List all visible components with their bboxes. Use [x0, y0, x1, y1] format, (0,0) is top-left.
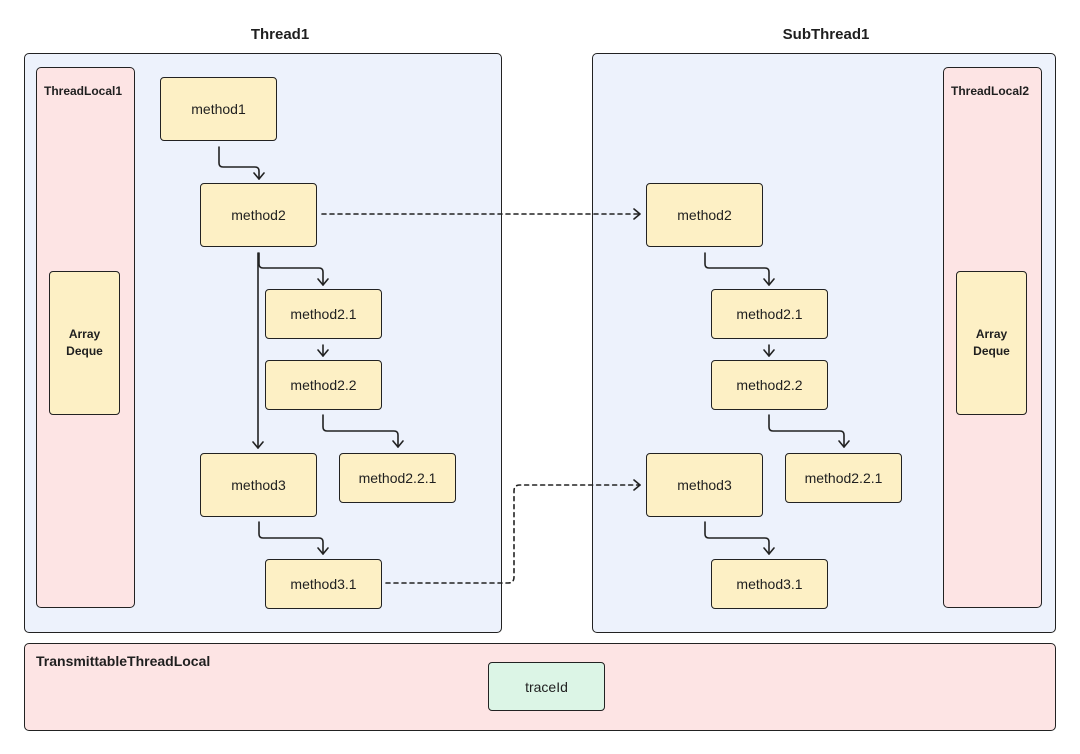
arrow-head-method2-2 [317, 349, 329, 357]
sub-arrow-head-method2-2 [763, 349, 775, 357]
sub-arrow-head-method3-1 [763, 547, 775, 555]
thread1-method3: method3 [200, 453, 317, 517]
sub-arrow-method2-to-method2-1 [704, 252, 770, 286]
dashed-arrow-head-sub-method2 [633, 208, 641, 220]
arrow-method2-2-to-method2-2-1 [322, 414, 399, 448]
sub-arrow-head-method2-2-1 [838, 440, 850, 448]
subthread1-method2-1: method2.1 [711, 289, 828, 339]
sub-arrow-method2-2-to-method2-2-1 [768, 414, 845, 448]
array-deque-1-line1: Array [68, 327, 101, 341]
array-deque-2: Array Deque [956, 271, 1027, 415]
subthread1-method3-1: method3.1 [711, 559, 828, 609]
array-deque-1: Array Deque [49, 271, 120, 415]
dashed-arrow-head-sub-method3 [633, 479, 641, 491]
subthread1-method2-2: method2.2 [711, 360, 828, 410]
arrow-head-method2 [253, 172, 265, 180]
subthread1-method3: method3 [646, 453, 763, 517]
thread1-title: Thread1 [250, 26, 310, 43]
thread1-method2-2: method2.2 [265, 360, 382, 410]
arrow-head-method3-1 [317, 547, 329, 555]
array-deque-1-line2: Deque [66, 344, 103, 358]
traceid-box: traceId [488, 662, 605, 711]
arrow-head-method3 [252, 441, 264, 449]
arrow-method1-to-method2 [218, 146, 260, 180]
subthread1-method2: method2 [646, 183, 763, 247]
sub-arrow-method3-to-method3-1 [704, 521, 770, 555]
subthread1-method2-2-1: method2.2.1 [785, 453, 902, 503]
thread1-method3-1: method3.1 [265, 559, 382, 609]
array-deque-2-line1: Array [975, 327, 1008, 341]
arrow-method3-to-method3-1 [258, 521, 324, 555]
thread1-method2-2-1: method2.2.1 [339, 453, 456, 503]
arrow-head-method2-2-1 [392, 440, 404, 448]
subthread1-title: SubThread1 [782, 26, 870, 43]
dashed-arrow-method3-1-to-sub-method3 [385, 484, 641, 584]
array-deque-2-line2: Deque [973, 344, 1010, 358]
threadlocal2-label: ThreadLocal2 [951, 84, 1030, 98]
arrow-head-method2-1 [317, 278, 329, 286]
thread1-method2: method2 [200, 183, 317, 247]
sub-arrow-head-method2-1 [763, 278, 775, 286]
threadlocal1-label: ThreadLocal1 [44, 84, 123, 98]
thread1-method2-1: method2.1 [265, 289, 382, 339]
thread1-method1: method1 [160, 77, 277, 141]
arrow-method2-to-method2-1 [258, 252, 324, 286]
transmittable-threadlocal-label: TransmittableThreadLocal [36, 653, 211, 669]
